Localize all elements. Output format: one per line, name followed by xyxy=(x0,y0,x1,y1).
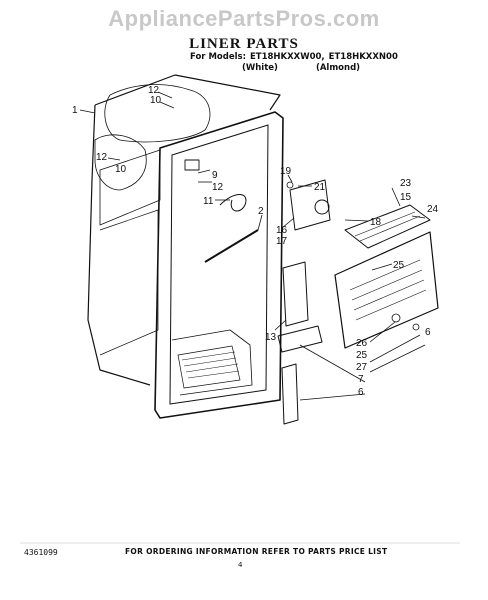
control-housing xyxy=(289,179,331,231)
liner-bottom-tray xyxy=(177,345,241,389)
duct-part xyxy=(281,363,299,425)
leader-line xyxy=(369,321,396,343)
leader-line xyxy=(369,344,426,373)
diffuser-slots xyxy=(349,259,427,321)
diffuser-panel xyxy=(334,231,439,349)
liner-upper-wall xyxy=(99,149,161,226)
callout-label: 26 xyxy=(356,338,368,349)
leader-line xyxy=(299,393,366,401)
screw-part xyxy=(286,181,294,189)
control-knob xyxy=(314,199,330,215)
callout-label: 25 xyxy=(393,260,405,271)
watermark-text: AppliancePartsPros.com xyxy=(108,6,380,31)
callout-label: 18 xyxy=(370,217,382,228)
leader-line xyxy=(369,334,421,363)
baffle-part xyxy=(282,261,309,327)
model-color-2: (Almond) xyxy=(315,63,361,73)
callout-label: 27 xyxy=(356,362,368,373)
callout-label: 16 xyxy=(276,225,288,236)
leader-line xyxy=(159,101,175,109)
callout-label: 24 xyxy=(427,204,439,215)
callout-label: 2 xyxy=(258,206,264,217)
callout-label: 12 xyxy=(148,85,160,96)
light-shield-vents xyxy=(354,211,421,242)
liner-bottom-step xyxy=(171,329,253,396)
model-number-1: ET18HKXXW00, xyxy=(249,52,325,62)
page-number: 4 xyxy=(238,561,243,569)
leader-line xyxy=(274,319,287,331)
callout-label: 13 xyxy=(265,332,277,343)
callout-label: 12 xyxy=(96,152,108,163)
leader-line xyxy=(157,91,173,99)
leader-line xyxy=(391,187,401,207)
callout-label: 11 xyxy=(203,196,214,207)
callout-label: 12 xyxy=(212,182,224,193)
ordering-notice: FOR ORDERING INFORMATION REFER TO PARTS … xyxy=(125,547,388,556)
leader-line xyxy=(79,109,96,114)
left-control-area xyxy=(94,134,147,191)
wire-harness xyxy=(219,194,247,212)
callout-label: 10 xyxy=(115,164,127,175)
liner-hatching xyxy=(181,351,240,379)
liner-left-cavity xyxy=(99,209,159,356)
callout-label: 19 xyxy=(280,166,292,177)
shelf-rod xyxy=(204,229,259,263)
callout-label: 21 xyxy=(314,182,326,193)
model-info: For Models: ET18HKXXW00, ET18HKXXN00 (Wh… xyxy=(190,52,398,73)
callout-label: 25 xyxy=(356,350,368,361)
callout-label: 17 xyxy=(276,236,288,247)
document-number: 4361099 xyxy=(24,548,58,557)
leader-line xyxy=(411,215,426,219)
leader-line xyxy=(107,157,121,161)
liner-top-outline xyxy=(94,74,281,111)
leader-line xyxy=(344,219,369,222)
model-number-2: ET18HKXXN00 xyxy=(328,52,398,62)
leader-line xyxy=(257,214,263,231)
callout-label: 1 xyxy=(72,105,78,116)
liner-left-side xyxy=(87,104,151,386)
leader-line xyxy=(287,174,293,183)
liner-front-frame xyxy=(154,111,284,419)
diagram-title: LINER PARTS xyxy=(189,36,299,52)
leader-line xyxy=(371,263,393,271)
callout-label: 7 xyxy=(358,374,364,385)
leader-line xyxy=(281,217,295,229)
plate-part xyxy=(277,325,323,353)
callout-label: 15 xyxy=(400,192,412,203)
callout-label: 6 xyxy=(425,327,431,338)
models-prefix: For Models: xyxy=(190,52,246,62)
callout-label: 23 xyxy=(400,178,412,189)
callout-label: 10 xyxy=(150,95,162,106)
leader-line xyxy=(299,344,366,383)
screw-part xyxy=(391,313,401,323)
screw-part xyxy=(412,323,420,331)
callout-label: 9 xyxy=(212,170,218,181)
top-control-area xyxy=(104,84,211,143)
light-shield xyxy=(344,204,431,249)
model-color-1: (White) xyxy=(242,63,278,73)
callout-label: 6 xyxy=(358,387,364,398)
leader-line xyxy=(197,169,211,174)
connector-part xyxy=(184,159,200,171)
liner-front-opening xyxy=(169,124,269,405)
